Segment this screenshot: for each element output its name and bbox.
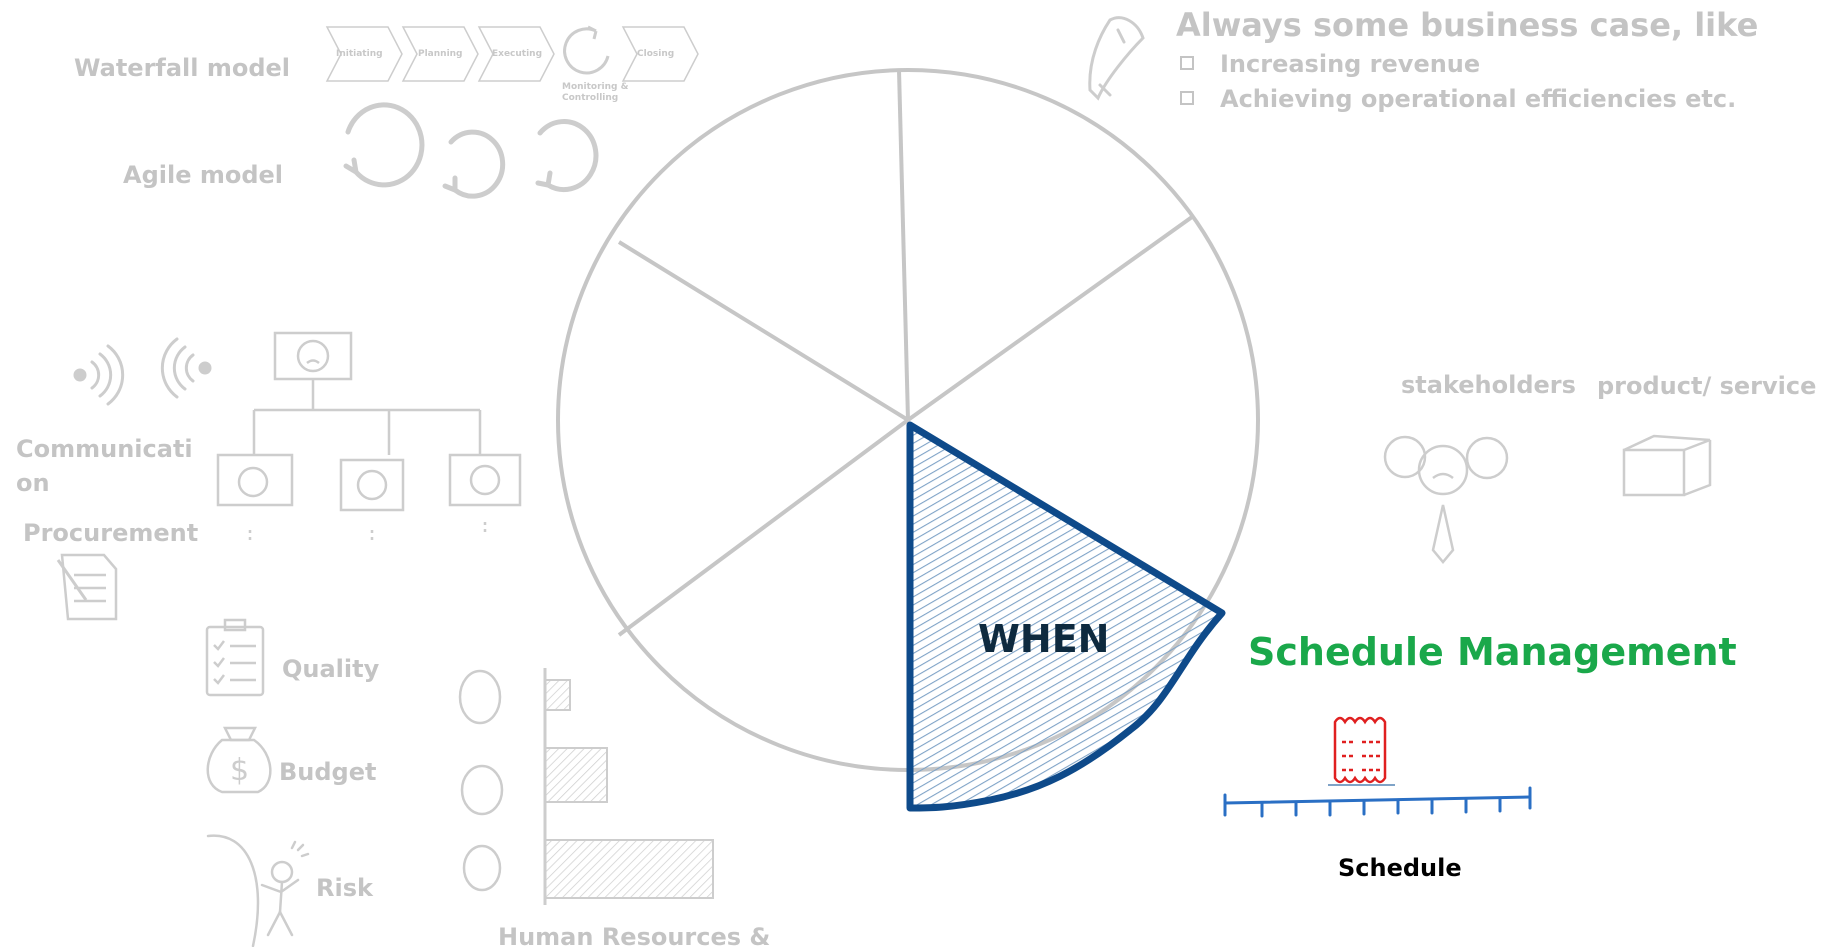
wheel-divider bbox=[617, 240, 910, 422]
business-case-bullet: Achieving operational efficiencies etc. bbox=[1220, 85, 1737, 113]
business-case-heading: Always some business case, like bbox=[1176, 6, 1759, 44]
wheel-diagram bbox=[556, 68, 1260, 812]
cycle-arrow-icon bbox=[442, 129, 506, 199]
stakeholders-label: stakeholders bbox=[1401, 371, 1576, 399]
svg-text:$: $ bbox=[230, 753, 249, 788]
waterfall-step-planning bbox=[401, 26, 479, 82]
checkbox-icon bbox=[1180, 91, 1194, 105]
monitoring-label: Monitoring & Controlling bbox=[562, 82, 629, 103]
cycle-arrow-icon bbox=[343, 102, 425, 188]
budget-label: Budget bbox=[279, 758, 377, 786]
face-icon bbox=[458, 669, 504, 892]
wheel-divider bbox=[906, 215, 1194, 422]
checkbox-icon bbox=[1180, 56, 1194, 70]
business-case-bullet: Increasing revenue bbox=[1220, 50, 1481, 78]
risk-label: Risk bbox=[316, 874, 373, 902]
climber-icon bbox=[206, 834, 310, 947]
human-resources-label: Human Resources & bbox=[498, 923, 771, 951]
product-service-label: product/ service bbox=[1597, 372, 1817, 400]
people-icon bbox=[1383, 435, 1509, 564]
when-segment bbox=[906, 421, 1226, 812]
waterfall-step-executing bbox=[477, 26, 555, 82]
closing-label: Closing bbox=[637, 49, 675, 59]
backpack-icon bbox=[1088, 16, 1145, 101]
waterfall-diagram bbox=[325, 25, 699, 82]
waterfall-model-label: Waterfall model bbox=[74, 54, 291, 82]
bar-chart-icon bbox=[543, 668, 714, 905]
signal-icon bbox=[73, 344, 125, 406]
communication-label-line2: on bbox=[16, 469, 50, 497]
waterfall-step-label: Initiating bbox=[336, 49, 383, 59]
communication-label-line1: Communicati bbox=[16, 435, 193, 463]
wheel-divider bbox=[897, 69, 910, 421]
money-bag-icon: $ bbox=[206, 726, 272, 794]
calendar-icon bbox=[1333, 716, 1387, 784]
procurement-label: Procurement bbox=[23, 519, 199, 547]
timeline-icon bbox=[1223, 786, 1532, 818]
waterfall-step-label: Planning bbox=[418, 49, 463, 59]
cycle-arrow-icon bbox=[535, 119, 599, 193]
agile-loops bbox=[343, 102, 599, 199]
waterfall-step-initiating bbox=[325, 26, 403, 82]
signal-icon bbox=[160, 337, 212, 399]
schedule-label: Schedule bbox=[1338, 854, 1462, 882]
org-chart-icon bbox=[216, 331, 522, 540]
document-icon bbox=[56, 553, 118, 621]
agile-model-label: Agile model bbox=[123, 161, 284, 189]
quality-label: Quality bbox=[282, 655, 380, 683]
wheel-divider bbox=[617, 418, 910, 637]
schedule-management-title: Schedule Management bbox=[1248, 630, 1737, 674]
cycle-arrow-icon bbox=[563, 25, 610, 75]
waterfall-step-closing bbox=[621, 26, 699, 82]
when-segment-label: WHEN bbox=[978, 617, 1110, 661]
waterfall-step-label: Executing bbox=[492, 49, 543, 59]
box-icon bbox=[1622, 434, 1712, 497]
checklist-icon bbox=[205, 618, 265, 697]
